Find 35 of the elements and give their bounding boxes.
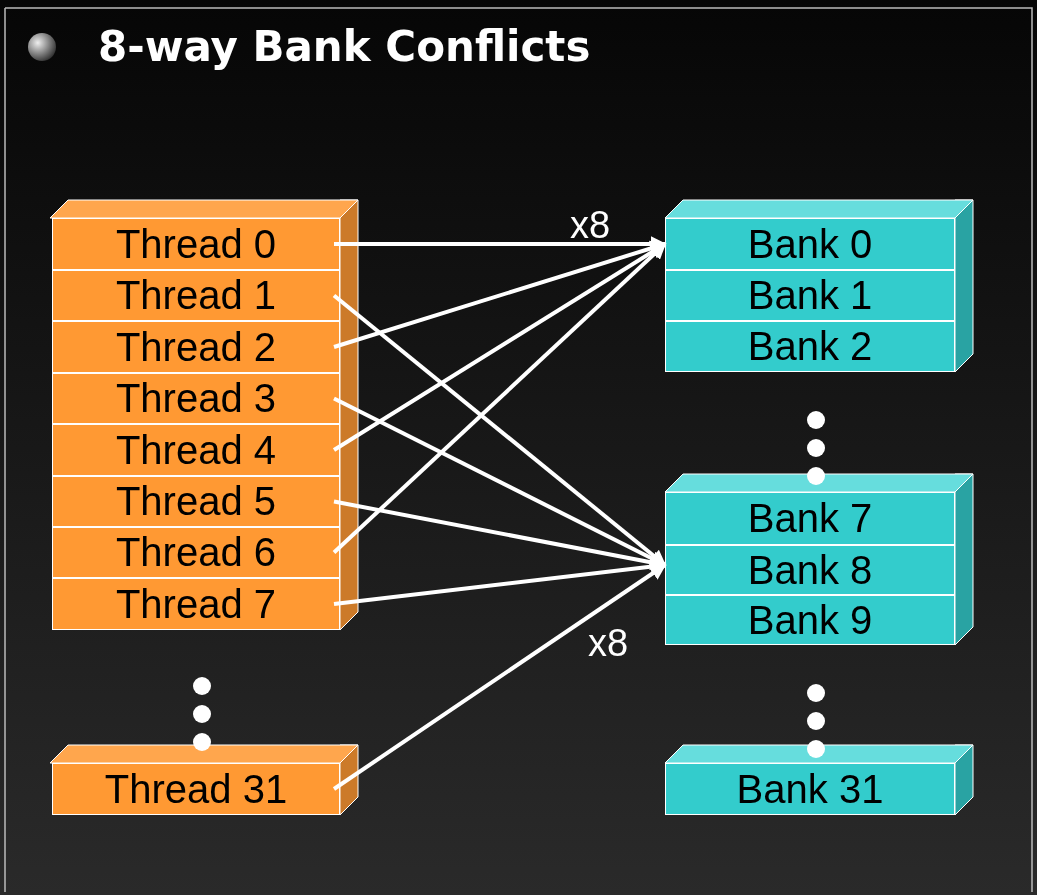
node-label: Bank 8: [747, 547, 873, 593]
node-label: Thread 7: [115, 581, 277, 627]
node-label: Thread 3: [115, 376, 277, 421]
node-label: Bank 0: [747, 221, 873, 267]
multiplier-label: x8: [588, 622, 629, 665]
node-label: Bank 2: [747, 324, 873, 369]
node-label: Thread 5: [115, 479, 277, 524]
node-label: Thread 6: [115, 530, 277, 575]
thread-box: [52, 270, 340, 321]
title: 8-way Bank Conflicts: [98, 22, 591, 71]
node-label: Thread 1: [115, 273, 277, 318]
thread-box: [52, 321, 340, 373]
thread-box: [52, 476, 340, 527]
bank-box: [665, 321, 955, 372]
node-label: Thread 0: [115, 221, 277, 267]
bank-box: [665, 270, 955, 321]
bank-box: [665, 545, 955, 595]
node-label: Thread 4: [115, 427, 277, 473]
thread-box: [52, 218, 340, 270]
node-label: Bank 7: [747, 496, 873, 541]
thread-box: [52, 527, 340, 578]
bank-box: [665, 763, 955, 815]
thread-box: [52, 424, 340, 476]
bank-box: [665, 218, 955, 270]
bank-box: [665, 595, 955, 645]
node-label: Thread 31: [104, 766, 288, 812]
node-label: Bank 31: [736, 766, 884, 812]
multiplier-label: x8: [570, 204, 611, 247]
node-label: Bank 9: [747, 597, 873, 643]
thread-box: [52, 578, 340, 630]
node-label: Thread 2: [115, 324, 277, 370]
thread-box: [52, 373, 340, 424]
bank-box: [665, 492, 955, 545]
node-label: Bank 1: [747, 273, 873, 318]
thread-box: [52, 763, 340, 815]
